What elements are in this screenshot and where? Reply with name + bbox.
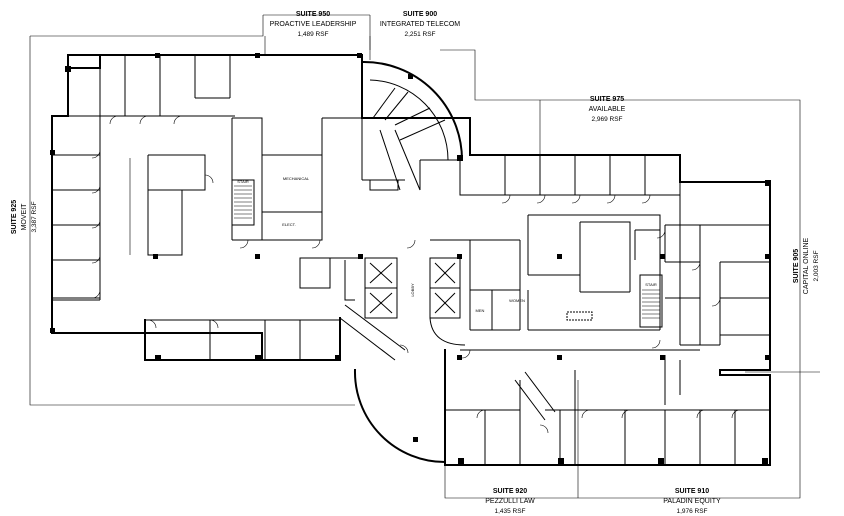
suite-975-label: SUITE 975 AVAILABLE 2,969 RSF <box>589 96 626 123</box>
suite-925-label: SUITE 925 MOVEIT 3,387 RSF <box>11 200 38 234</box>
suite-925-tenant: MOVEIT <box>21 203 28 231</box>
suite-950-tenant: PROACTIVE LEADERSHIP <box>270 21 357 28</box>
mechanical-room-label: MECHANICAL <box>283 176 310 181</box>
suite-905-area: 2,003 RSF <box>813 250 820 281</box>
diagonal-corridors <box>339 87 556 421</box>
suite-920-label: SUITE 920 PEZZULLI LAW 1,435 RSF <box>485 488 535 515</box>
suite-925-area: 3,387 RSF <box>31 201 38 232</box>
suite-920-area: 1,435 RSF <box>494 508 525 515</box>
women-restroom-label: WOMEN <box>509 298 525 303</box>
suite-950-title: SUITE 950 <box>296 11 330 18</box>
suite-975-area: 2,969 RSF <box>591 116 622 123</box>
interior-walls-left-wing <box>52 55 363 360</box>
suite-925-title: SUITE 925 <box>11 200 18 234</box>
structural-columns <box>50 53 771 464</box>
suite-900-area: 2,251 RSF <box>404 31 435 38</box>
suite-905-label: SUITE 905 CAPITAL ONLINE 2,003 RSF <box>793 237 820 294</box>
curved-walls <box>353 60 464 464</box>
stair-right-label: STAIR <box>645 282 657 287</box>
suite-910-label: SUITE 910 PALADIN EQUITY 1,976 RSF <box>663 488 721 515</box>
men-restroom-label: MEN <box>476 308 485 313</box>
door-swings <box>91 115 741 434</box>
suite-910-title: SUITE 910 <box>675 488 709 495</box>
stair-left <box>234 185 252 219</box>
stair-left-label: STAIR <box>237 179 249 184</box>
suite-905-title: SUITE 905 <box>793 249 800 283</box>
suite-950-label: SUITE 950 PROACTIVE LEADERSHIP 1,489 RSF <box>270 11 357 38</box>
suite-975-tenant: AVAILABLE <box>589 106 626 113</box>
stair-right <box>642 289 660 319</box>
suite-boundary-lines <box>29 14 820 499</box>
suite-905-tenant: CAPITAL ONLINE <box>803 237 810 294</box>
suite-900-title: SUITE 900 <box>403 11 437 18</box>
elect-room-label: ELECT. <box>282 222 296 227</box>
suite-950-area: 1,489 RSF <box>297 31 328 38</box>
suite-920-tenant: PEZZULLI LAW <box>485 498 535 505</box>
lobby-label: LOBBY <box>410 283 415 297</box>
suite-910-area: 1,976 RSF <box>676 508 707 515</box>
elevator-core <box>344 179 521 346</box>
suite-975-title: SUITE 975 <box>590 96 624 103</box>
interior-walls-right <box>419 155 770 465</box>
suite-910-tenant: PALADIN EQUITY <box>663 498 721 505</box>
suite-920-title: SUITE 920 <box>493 488 527 495</box>
suite-900-label: SUITE 900 INTEGRATED TELECOM 2,251 RSF <box>380 11 460 38</box>
exterior-walls <box>51 54 771 466</box>
suite-900-tenant: INTEGRATED TELECOM <box>380 21 460 28</box>
